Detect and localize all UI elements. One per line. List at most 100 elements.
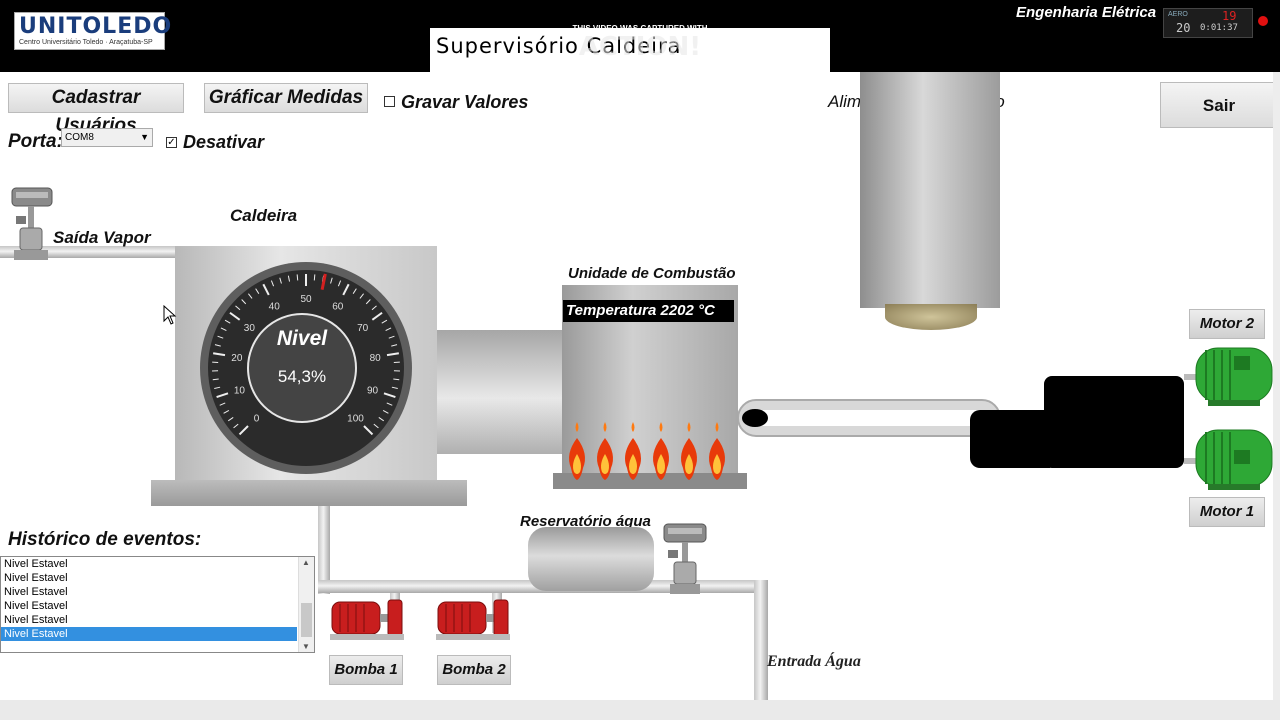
record-values-checkbox[interactable] (384, 96, 395, 107)
flame-core (629, 454, 637, 474)
gauge-tick-label: 100 (347, 413, 364, 424)
gauge-tick (262, 283, 270, 296)
gauge-tick (386, 402, 393, 406)
history-scrollbar[interactable]: ▲ ▼ (298, 557, 314, 652)
gauge-tick-label: 10 (234, 386, 246, 397)
recorder-label: AERO (1168, 11, 1188, 18)
window-scrollbar[interactable] (1273, 72, 1280, 700)
list-item[interactable]: Nivel Estavel (4, 614, 68, 626)
gauge-tick (391, 386, 398, 389)
bagasse-pile (885, 304, 977, 330)
gauge-tick (227, 417, 234, 422)
gauge-tick-label: 20 (231, 353, 243, 364)
gauge-tick-label: 50 (300, 294, 312, 305)
boiler-label: Caldeira (230, 206, 298, 225)
gauge-tick (270, 280, 275, 287)
port-select-value: COM8 (65, 132, 94, 143)
boiler-combustion-duct (437, 330, 563, 454)
gauge-tick (383, 392, 396, 398)
gauge-tick (386, 352, 399, 357)
gauge-tick-label: 30 (244, 323, 256, 334)
gauge-tick (337, 280, 342, 287)
logo-subtext: Centro Universitário Toledo · Araçatuba-… (19, 39, 153, 46)
bagasse-feeder (860, 72, 1000, 308)
recorder-counter: AERO 19 20 0:01:37 (1163, 8, 1253, 38)
gauge-tick (217, 335, 224, 339)
gauge-tick-label: 40 (269, 302, 281, 313)
gauge-tick (241, 299, 247, 305)
flame-icon (631, 422, 635, 432)
recorder-fps: 19 (1222, 9, 1237, 23)
steam-outlet-label: Saída Vapor (53, 228, 151, 247)
gauge-tick (393, 378, 400, 381)
gauge-tick (359, 293, 365, 299)
scroll-thumb[interactable] (301, 603, 312, 637)
combustion-base (553, 473, 747, 489)
department-label: Engenharia Elétrica (1016, 4, 1157, 21)
gauge-tick (219, 402, 226, 406)
gauge-tick (213, 352, 226, 357)
pump1-button[interactable]: Bomba 1 (329, 655, 403, 685)
flames-icon (569, 422, 725, 480)
watermark-caption: THIS VIDEO WAS CAPTURED WITH (572, 24, 708, 33)
logo-text: UNITOLEDO (19, 14, 173, 39)
steam-valve-icon (11, 187, 53, 260)
list-item[interactable]: Nivel Estavel (4, 586, 68, 598)
event-history-list[interactable]: Nivel Estavel Nivel Estavel Nivel Estave… (0, 556, 315, 653)
water-inlet-pipe (754, 580, 768, 706)
flame-core (601, 454, 609, 474)
gauge-tick (287, 275, 291, 282)
motor2-button[interactable]: Motor 2 (1189, 309, 1265, 339)
record-indicator-icon (1258, 16, 1268, 26)
gauge-tick (378, 417, 385, 422)
port-select[interactable]: COM8 ▼ (61, 128, 153, 147)
university-logo: UNITOLEDO Centro Universitário Toledo · … (14, 12, 171, 50)
register-users-button[interactable]: Cadastrar Usuários (8, 83, 184, 136)
motor1-icon (1184, 429, 1273, 490)
gauge-tick (235, 305, 241, 311)
motor1-button[interactable]: Motor 1 (1189, 497, 1265, 527)
list-item-selected[interactable]: Nivel Estavel (1, 627, 297, 641)
app-title: Supervisório Caldeira (436, 34, 682, 58)
gauge-tick (388, 335, 395, 339)
flame-core (657, 454, 665, 474)
temperature-display: Temperatura 2202 °C (563, 300, 734, 322)
pump1-icon (330, 599, 404, 640)
list-item[interactable]: Nivel Estavel (4, 572, 68, 584)
gauge-tick (229, 311, 241, 321)
flame-core (685, 454, 693, 474)
flame-core (573, 454, 581, 474)
gauge-tick (313, 274, 316, 281)
gauge-tick (214, 386, 221, 389)
chart-measures-button[interactable]: Gráficar Medidas (204, 83, 368, 113)
gauge-value: 54,3% (278, 367, 326, 386)
gauge-tick (382, 409, 389, 414)
scroll-up-icon[interactable]: ▲ (302, 558, 310, 567)
gauge-tick-label: 0 (254, 413, 260, 424)
gauge-tick (391, 344, 398, 347)
list-item[interactable]: Nivel Estavel (4, 600, 68, 612)
water-reservoir (528, 527, 654, 591)
gauge-tick (363, 425, 374, 436)
recorder-time: 0:01:37 (1200, 23, 1238, 33)
exit-button[interactable]: Sair (1160, 82, 1278, 128)
status-strip (0, 700, 1280, 720)
combustion-label: Unidade de Combustão (568, 265, 736, 282)
gauge-tick (373, 423, 379, 429)
scroll-down-icon[interactable]: ▼ (302, 642, 310, 651)
water-inlet-label: Entrada Água (767, 653, 861, 670)
gauge-tick (247, 293, 253, 299)
gauge-tick (385, 327, 392, 331)
gauge-tick (342, 283, 350, 296)
gauge-tick (381, 319, 388, 324)
gauge-tick (279, 277, 282, 284)
pump2-button[interactable]: Bomba 2 (437, 655, 511, 685)
motor-gearbox-link (970, 410, 1050, 468)
motor-gearbox (1044, 376, 1184, 468)
watermark-logo: ACTION! (578, 32, 702, 62)
gauge-tick (296, 274, 299, 281)
list-item[interactable]: Nivel Estavel (4, 558, 68, 570)
disable-checkbox[interactable]: ✓ (166, 137, 177, 148)
